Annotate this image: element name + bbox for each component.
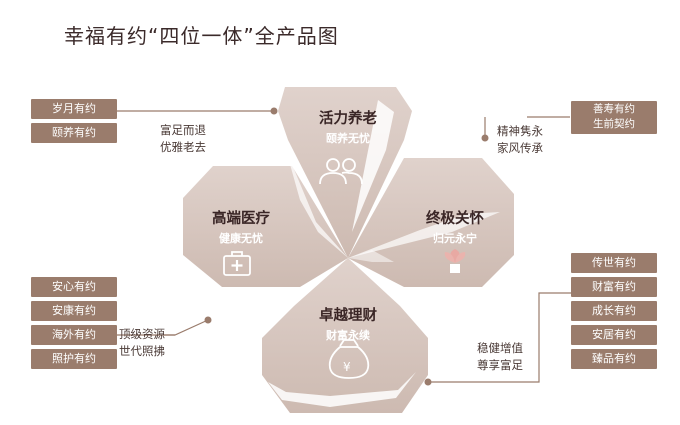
product-tag: 颐养有约 <box>31 123 117 143</box>
product-tag: 照护有约 <box>31 349 117 369</box>
note-bottom-right-line2: 尊享富足 <box>477 358 523 372</box>
petal-top-text: 活力养老 颐养无忧 <box>300 107 396 146</box>
connector-dot-right <box>481 134 489 142</box>
svg-text:¥: ¥ <box>343 360 351 374</box>
petal-left-text: 高端医疗 健康无忧 <box>196 207 286 246</box>
product-tag: 成长有约 <box>571 301 657 321</box>
connector-dot-left <box>204 316 212 324</box>
money-bag-icon: ¥ <box>328 339 370 379</box>
note-top-right: 精神隽永 家风传承 <box>497 123 543 157</box>
product-tag-line1: 善寿有约 <box>593 103 635 115</box>
note-bottom-right-line1: 稳健增值 <box>477 341 523 355</box>
product-tag-double: 善寿有约 生前契约 <box>571 101 657 134</box>
petal-right <box>348 158 514 287</box>
note-bottom-left-line2: 世代照拂 <box>119 344 165 358</box>
petal-top-subtitle: 颐养无忧 <box>326 132 370 145</box>
connector-dot-top <box>270 107 278 115</box>
product-tag-line2: 生前契约 <box>593 118 635 130</box>
petal-right-text: 终极关怀 归元永宁 <box>410 207 500 246</box>
note-top-left-line2: 优雅老去 <box>160 140 206 154</box>
product-tag: 岁月有约 <box>31 99 117 119</box>
connector-dot-bottom <box>424 378 432 386</box>
petal-right-subtitle: 归元永宁 <box>433 232 477 245</box>
petal-top-title: 活力养老 <box>319 111 377 127</box>
medical-kit-icon <box>223 251 251 276</box>
note-top-right-line2: 家风传承 <box>497 141 543 155</box>
product-tag: 海外有约 <box>31 325 117 345</box>
note-top-left-line1: 富足而退 <box>160 123 206 137</box>
product-tag: 安康有约 <box>31 301 117 321</box>
petal-right-title: 终极关怀 <box>426 211 484 227</box>
people-icon <box>319 158 363 185</box>
note-bottom-left: 顶级资源 世代照拂 <box>119 326 165 360</box>
product-tag: 安心有约 <box>31 277 117 297</box>
petal-left-title: 高端医疗 <box>212 211 270 227</box>
product-tag: 安居有约 <box>571 325 657 345</box>
product-tag: 臻品有约 <box>571 349 657 369</box>
petal-bottom-text: 卓越理财 财富永续 <box>302 304 394 343</box>
petal-bottom <box>262 258 428 413</box>
product-tag: 传世有约 <box>571 253 657 273</box>
note-top-right-line1: 精神隽永 <box>497 124 543 138</box>
petal-left-subtitle: 健康无忧 <box>219 232 263 245</box>
petal-bottom-title: 卓越理财 <box>319 308 377 324</box>
note-bottom-left-line1: 顶级资源 <box>119 327 165 341</box>
flower-icon <box>444 249 466 273</box>
note-bottom-right: 稳健增值 尊享富足 <box>477 340 523 374</box>
page-title: 幸福有约“四位一体”全产品图 <box>64 24 339 48</box>
product-tag: 财富有约 <box>571 277 657 297</box>
petal-bottom-subtitle: 财富永续 <box>326 329 370 342</box>
note-top-left: 富足而退 优雅老去 <box>160 122 206 156</box>
